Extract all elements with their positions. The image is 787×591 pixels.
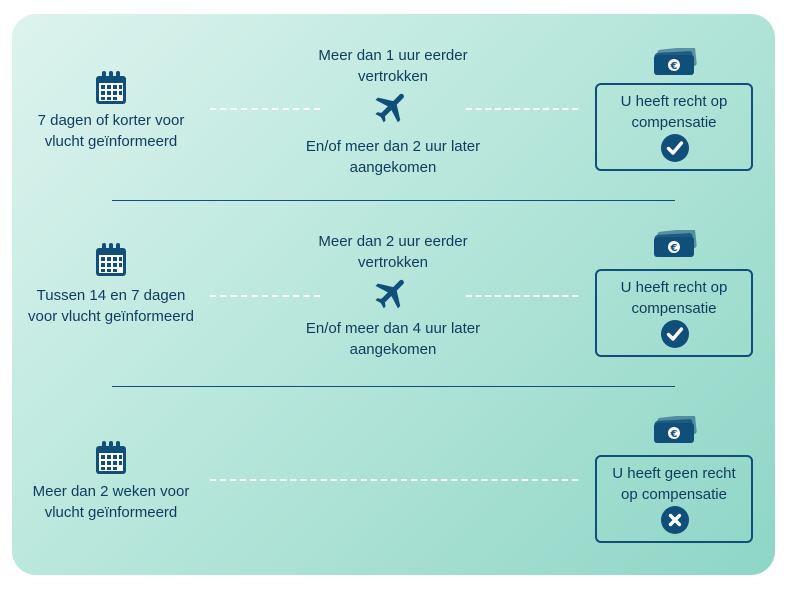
- arrival-condition-label: En/of meer dan 2 uur later aangekomen: [305, 138, 481, 176]
- dashed-connector-right: [466, 108, 578, 110]
- dashed-connector-left: [210, 295, 320, 297]
- checkmark-icon: [661, 320, 689, 348]
- compensation-result-box: U heeft recht op compensatie: [595, 83, 753, 171]
- compensation-result-box: U heeft geen recht op compensatie: [595, 455, 753, 543]
- row-medium-notice: Tussen 14 en 7 dagen voor vlucht geïnfor…: [0, 226, 787, 396]
- notice-period-label: Tussen 14 en 7 dagen voor vlucht geïnfor…: [28, 287, 194, 325]
- svg-text:€: €: [670, 429, 678, 440]
- svg-text:€: €: [670, 61, 678, 72]
- airplane-icon: [375, 93, 404, 123]
- euro-banknotes-icon: €: [654, 230, 697, 257]
- compensation-result-label: U heeft recht op compensatie: [620, 93, 728, 131]
- compensation-result-box: U heeft recht op compensatie: [595, 269, 753, 357]
- cross-icon: [661, 506, 689, 534]
- calendar-icon: [96, 441, 126, 474]
- arrival-condition-label: En/of meer dan 4 uur later aangekomen: [305, 320, 481, 358]
- notice-period-label: 7 dagen of korter voor vlucht geïnformee…: [37, 112, 185, 150]
- row-short-notice: 7 dagen of korter voor vlucht geïnformee…: [0, 40, 787, 210]
- departure-condition-label: Meer dan 1 uur eerder vertrokken: [318, 47, 468, 85]
- row-divider: [112, 386, 675, 387]
- row-long-notice: Meer dan 2 weken voor vlucht geïnformeer…: [0, 412, 787, 582]
- euro-banknotes-icon: €: [654, 416, 697, 443]
- svg-text:€: €: [670, 243, 678, 254]
- row-divider: [112, 200, 675, 201]
- calendar-icon: [96, 243, 126, 276]
- compensation-result-label: U heeft geen recht op compensatie: [612, 465, 736, 503]
- dashed-connector-full: [210, 479, 578, 481]
- calendar-icon: [96, 71, 126, 104]
- checkmark-icon: [661, 134, 689, 162]
- compensation-result-label: U heeft recht op compensatie: [620, 279, 728, 317]
- euro-banknotes-icon: €: [654, 48, 697, 75]
- airplane-icon: [375, 279, 404, 309]
- notice-period-label: Meer dan 2 weken voor vlucht geïnformeer…: [32, 483, 190, 521]
- dashed-connector-right: [466, 295, 578, 297]
- departure-condition-label: Meer dan 2 uur eerder vertrokken: [318, 233, 468, 271]
- dashed-connector-left: [210, 108, 320, 110]
